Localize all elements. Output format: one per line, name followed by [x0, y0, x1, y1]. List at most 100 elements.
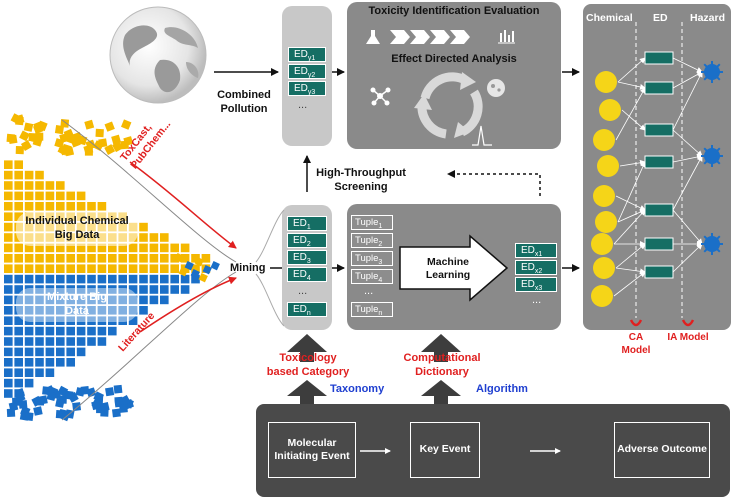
- mining-column-top-arc: [255, 209, 285, 263]
- funnel-cell: [24, 285, 34, 294]
- funnel-cell: [35, 295, 44, 305]
- funnel-scatter-cell: [104, 121, 115, 132]
- funnel-cell: [4, 316, 13, 325]
- cycle-arrows-icon: [414, 72, 483, 139]
- funnel-cell: [24, 358, 34, 367]
- chemical-node: [593, 129, 615, 151]
- funnel-cell: [108, 326, 117, 336]
- funnel-cell: [24, 254, 34, 263]
- funnel-cell: [4, 160, 13, 169]
- funnel-scatter-cell: [55, 398, 65, 408]
- funnel-cell: [170, 254, 179, 263]
- mining-column-bottom-arc: [255, 273, 285, 327]
- ia-model-label: IA Model: [667, 332, 709, 343]
- microbe-icon: [487, 79, 505, 97]
- funnel-scatter-cell: [105, 387, 115, 397]
- funnel-cell: [118, 274, 127, 284]
- funnel-cell: [160, 264, 169, 273]
- funnel-cell: [139, 274, 148, 284]
- funnel-cell: [139, 306, 148, 315]
- funnel-cell: [149, 243, 159, 253]
- funnel-cell: [56, 285, 65, 294]
- funnel-cell: [139, 264, 148, 273]
- funnel-cell: [24, 243, 34, 253]
- funnel-cell: [35, 285, 44, 294]
- funnel-cell: [191, 274, 200, 284]
- funnel-cell: [87, 264, 96, 273]
- funnel-scatter-cell: [20, 140, 32, 151]
- funnel-cell: [14, 274, 23, 284]
- funnel-cell: [14, 264, 23, 273]
- funnel-cell: [4, 347, 13, 357]
- funnel-cell: [35, 191, 44, 201]
- toxicology-label: Toxicology based Category: [266, 352, 350, 378]
- chemical-node: [595, 71, 617, 93]
- ml-output-box: EDx1: [515, 243, 557, 258]
- funnel-cell: [66, 306, 75, 315]
- chemical-node: [593, 185, 615, 207]
- pollution-ed-box: EDy1: [288, 47, 326, 62]
- funnel-cell: [118, 264, 127, 273]
- funnel-cell: [66, 347, 75, 357]
- tuple-box: Tuple2: [351, 233, 393, 248]
- funnel-scatter-cell: [6, 133, 16, 143]
- funnel-scatter-cell: [46, 391, 57, 401]
- chemical-node: [593, 257, 615, 279]
- combined-pollution-label: Combined Pollution: [217, 89, 271, 116]
- funnel-cell: [4, 378, 13, 388]
- funnel-cell: [97, 243, 107, 253]
- taxonomy-up-arrow: [287, 380, 327, 404]
- funnel-cell: [56, 264, 65, 273]
- ed-header: ED: [653, 12, 668, 24]
- chem-ed-link: [617, 81, 646, 90]
- funnel-cell: [56, 254, 65, 263]
- funnel-tail-cell: [202, 265, 212, 275]
- funnel-cell: [4, 337, 13, 346]
- funnel-cell: [170, 274, 179, 284]
- funnel-scatter-cell: [120, 119, 132, 130]
- funnel-scatter-cell: [64, 146, 74, 156]
- funnel-cell: [4, 254, 13, 263]
- funnel-cell: [128, 243, 138, 253]
- funnel-cell: [4, 264, 13, 273]
- funnel-cell: [4, 233, 13, 242]
- hazard-virus-icon: [701, 61, 723, 83]
- tuple-box-last: Tuplen: [351, 302, 393, 317]
- funnel-cell: [76, 285, 86, 294]
- funnel-scatter-cell: [84, 119, 95, 130]
- funnel-cell: [14, 254, 23, 263]
- chem-ed-link: [617, 57, 646, 83]
- tuple-box: Tuple4: [351, 269, 393, 284]
- funnel-cell: [139, 285, 148, 294]
- funnel-cell: [160, 295, 169, 305]
- funnel-top-edge: [61, 119, 237, 263]
- funnel-cell: [66, 191, 75, 201]
- funnel-cell: [149, 254, 159, 263]
- funnel-cell: [170, 243, 179, 253]
- funnel-cell: [66, 316, 75, 325]
- funnel-scatter-cell: [19, 130, 30, 142]
- funnel-cell: [191, 264, 200, 273]
- funnel-scatter-cell: [120, 140, 129, 150]
- funnel-cell: [35, 181, 44, 190]
- funnel-cell: [76, 274, 86, 284]
- funnel-cell: [35, 358, 44, 367]
- hts-label: High-Throughput Screening: [316, 167, 406, 194]
- funnel-cell: [191, 254, 200, 263]
- chem-ed-link: [621, 109, 646, 131]
- funnel-cell: [87, 243, 96, 253]
- funnel-cell: [128, 316, 138, 325]
- funnel-cell: [66, 326, 75, 336]
- funnel-cell: [45, 254, 55, 263]
- funnel-cell: [4, 306, 13, 315]
- funnel-cell: [35, 170, 44, 180]
- funnel-scatter-cell: [100, 401, 110, 412]
- ed-hazard-link: [672, 57, 703, 73]
- mining-ed-box-last: EDn: [287, 302, 327, 317]
- funnel-scatter-cell: [18, 400, 28, 409]
- taxonomy-label: Taxonomy: [330, 383, 385, 395]
- funnel-cell: [35, 202, 44, 211]
- funnel-cell: [108, 274, 117, 284]
- tie-subtitle: Effect Directed Analysis: [391, 53, 517, 65]
